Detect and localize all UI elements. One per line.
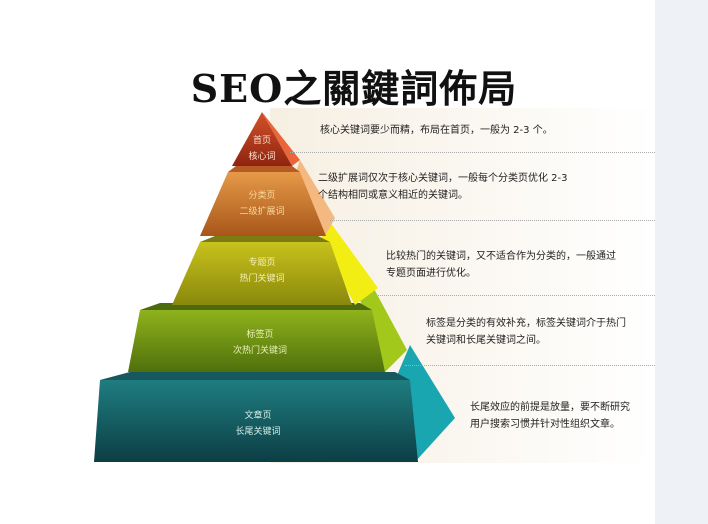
layer-2-side xyxy=(295,160,335,236)
layer-5-front xyxy=(94,380,418,462)
layer-5-top xyxy=(100,372,410,380)
layer-3-front xyxy=(172,242,352,305)
layer-4-description: 标签是分类的有效补充，标签关键词介于热门关键词和长尾关键词之间。 xyxy=(426,318,626,346)
divider xyxy=(375,295,655,297)
layer-2-front xyxy=(200,172,326,236)
page-title: SEO之關鍵詞佈局 xyxy=(190,66,518,111)
divider xyxy=(330,220,655,222)
layer-3-top xyxy=(200,236,330,242)
layer-2-label: 分类页二级扩展词 xyxy=(239,191,285,217)
layer-5-label: 文章页长尾关键词 xyxy=(235,411,281,437)
layer-4-label: 标签页次热门关键词 xyxy=(232,330,287,356)
divider xyxy=(405,365,655,367)
layer-4-front xyxy=(128,310,385,372)
right-margin xyxy=(655,0,708,524)
layer-2-top xyxy=(228,166,300,172)
layer-1-label: 首页核心词 xyxy=(248,136,276,162)
layer-3-label: 专题页热门关键词 xyxy=(239,258,285,284)
layer-3-side xyxy=(320,222,378,305)
divider xyxy=(290,152,655,154)
layer-1-description: 核心关键词要少而精，布局在首页，一般为 2-3 个。 xyxy=(320,125,553,136)
layer-5-description: 长尾效应的前提是放量，要不断研究用户搜索习惯并针对性组织文章。 xyxy=(470,402,630,430)
layer-3-description: 比较热门的关键词，又不适合作为分类的，一般通过专题页面进行优化。 xyxy=(386,251,616,279)
layer-4-side xyxy=(360,285,407,372)
layer-1-front xyxy=(232,112,292,166)
